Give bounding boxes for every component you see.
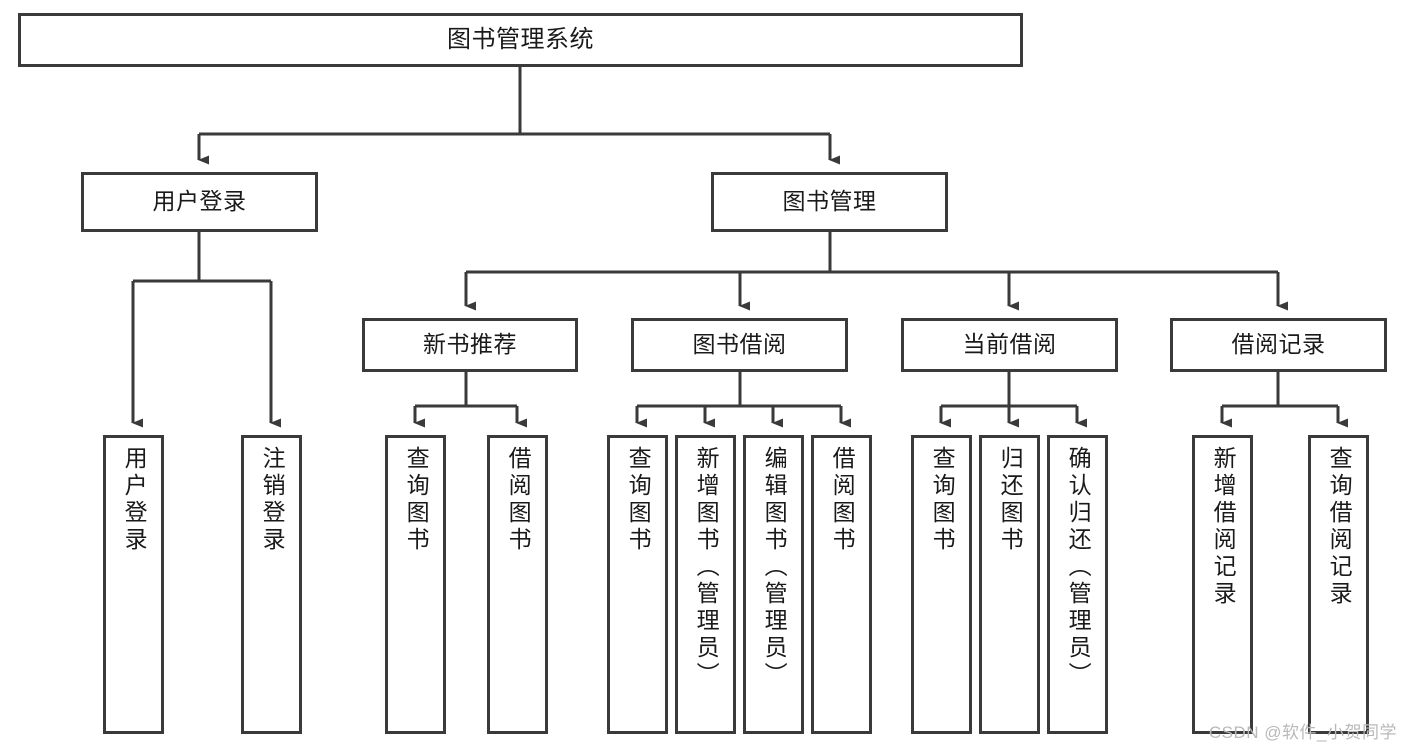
node-leaf-user-login-label: 用户登录 xyxy=(121,446,148,554)
node-leaf-query-record[interactable]: 查询借阅记录 xyxy=(1308,435,1369,734)
node-leaf-query-book-3[interactable]: 查询图书 xyxy=(911,435,972,734)
node-leaf-add-book-label: 新增图书（管理员） xyxy=(693,446,720,689)
node-book-borrow-label: 图书借阅 xyxy=(692,331,787,358)
node-leaf-edit-book[interactable]: 编辑图书（管理员） xyxy=(743,435,804,734)
node-leaf-borrow-book-1-label: 借阅图书 xyxy=(505,446,532,554)
node-leaf-add-book[interactable]: 新增图书（管理员） xyxy=(675,435,736,734)
node-user-login[interactable]: 用户登录 xyxy=(81,172,318,232)
node-leaf-confirm-return[interactable]: 确认归还（管理员） xyxy=(1047,435,1108,734)
node-leaf-query-book-2-label: 查询图书 xyxy=(625,446,652,554)
node-root[interactable]: 图书管理系统 xyxy=(18,13,1023,67)
node-leaf-query-book-1-label: 查询图书 xyxy=(403,446,430,554)
node-leaf-edit-book-label: 编辑图书（管理员） xyxy=(761,446,788,689)
node-root-label: 图书管理系统 xyxy=(447,25,594,53)
node-leaf-borrow-book-1[interactable]: 借阅图书 xyxy=(487,435,548,734)
node-new-book-rec-label: 新书推荐 xyxy=(423,331,517,358)
node-leaf-user-login[interactable]: 用户登录 xyxy=(103,435,164,734)
node-leaf-query-book-2[interactable]: 查询图书 xyxy=(607,435,668,734)
node-leaf-logout[interactable]: 注销登录 xyxy=(241,435,302,734)
node-leaf-add-record-label: 新增借阅记录 xyxy=(1210,446,1237,608)
node-leaf-query-book-1[interactable]: 查询图书 xyxy=(385,435,446,734)
node-leaf-query-record-label: 查询借阅记录 xyxy=(1326,446,1353,608)
node-leaf-add-record[interactable]: 新增借阅记录 xyxy=(1192,435,1253,734)
node-user-login-label: 用户登录 xyxy=(152,188,247,215)
node-leaf-confirm-return-label: 确认归还（管理员） xyxy=(1065,446,1092,689)
node-current-borrow-label: 当前借阅 xyxy=(962,331,1057,358)
node-book-borrow[interactable]: 图书借阅 xyxy=(631,318,848,372)
node-leaf-borrow-book-2-label: 借阅图书 xyxy=(829,446,856,554)
node-borrow-record-label: 借阅记录 xyxy=(1231,331,1326,358)
node-book-manage-label: 图书管理 xyxy=(782,188,877,215)
node-new-book-rec[interactable]: 新书推荐 xyxy=(362,318,578,372)
node-leaf-borrow-book-2[interactable]: 借阅图书 xyxy=(811,435,872,734)
node-leaf-logout-label: 注销登录 xyxy=(259,446,286,554)
node-borrow-record[interactable]: 借阅记录 xyxy=(1170,318,1387,372)
node-book-manage[interactable]: 图书管理 xyxy=(711,172,948,232)
watermark: CSDN @软件_小贺同学 xyxy=(1208,723,1397,742)
node-leaf-return-book-label: 归还图书 xyxy=(997,446,1024,554)
node-leaf-query-book-3-label: 查询图书 xyxy=(929,446,956,554)
node-current-borrow[interactable]: 当前借阅 xyxy=(901,318,1118,372)
node-leaf-return-book[interactable]: 归还图书 xyxy=(979,435,1040,734)
